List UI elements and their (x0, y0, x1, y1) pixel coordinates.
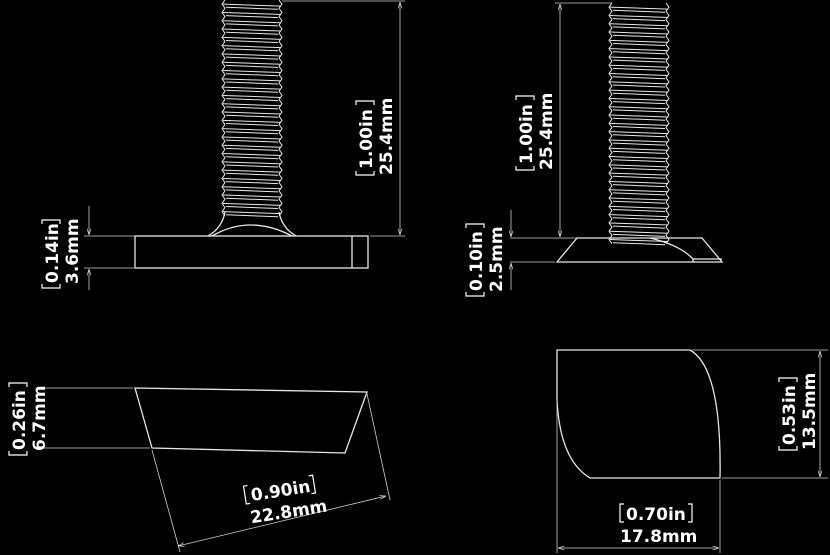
bolt-head (555, 237, 724, 263)
extension-line (366, 393, 391, 501)
dim-label-mm: 3.6mm (63, 218, 83, 284)
thread-line (222, 3, 282, 218)
length-dimension-line (178, 496, 386, 546)
thread-line (608, 2, 613, 244)
dim-label-mm: 6.7mm (30, 385, 50, 451)
bolt-threads (221, 0, 283, 218)
nut-outline (134, 387, 368, 454)
head-bevel (649, 237, 722, 262)
bolt-threads (608, 2, 670, 246)
bolt-head (134, 235, 369, 269)
dim-label-mm: 2.5mm (487, 226, 507, 292)
dim-label-in: 1.00in (517, 104, 537, 164)
nut-side-view: 0.26in 6.7mm 0.90in 22.8mm (8, 382, 391, 553)
dim-label-in: 0.10in (467, 231, 487, 291)
thread-line (665, 2, 670, 244)
bolt-front-view: 1.00in 25.4mm 0.10in 2.5mm (465, 2, 724, 297)
dim-label-in: 0.26in (10, 390, 30, 450)
nut-outline (556, 349, 721, 479)
nut-end-view: 0.53in 13.5mm 0.70in 17.8mm (556, 349, 828, 553)
dim-label-in: 0.14in (43, 223, 63, 283)
dim-label-mm: 13.5mm (800, 373, 820, 450)
dim-label-mm: 17.8mm (620, 527, 697, 547)
thread-line (221, 0, 226, 217)
thread-line (609, 6, 669, 246)
dim-label-in: 0.70in (626, 505, 686, 525)
thread-line (278, 0, 283, 217)
dim-label-in: 1.00in (357, 109, 377, 169)
bolt-neck (207, 211, 297, 237)
dim-label-mm: 25.4mm (377, 98, 397, 175)
dim-label-mm: 25.4mm (537, 93, 557, 170)
extension-line (151, 449, 181, 553)
dim-label-in: 0.53in (780, 385, 800, 445)
bolt-side-view: 1.00in 25.4mm 0.14in 3.6mm (41, 0, 405, 290)
